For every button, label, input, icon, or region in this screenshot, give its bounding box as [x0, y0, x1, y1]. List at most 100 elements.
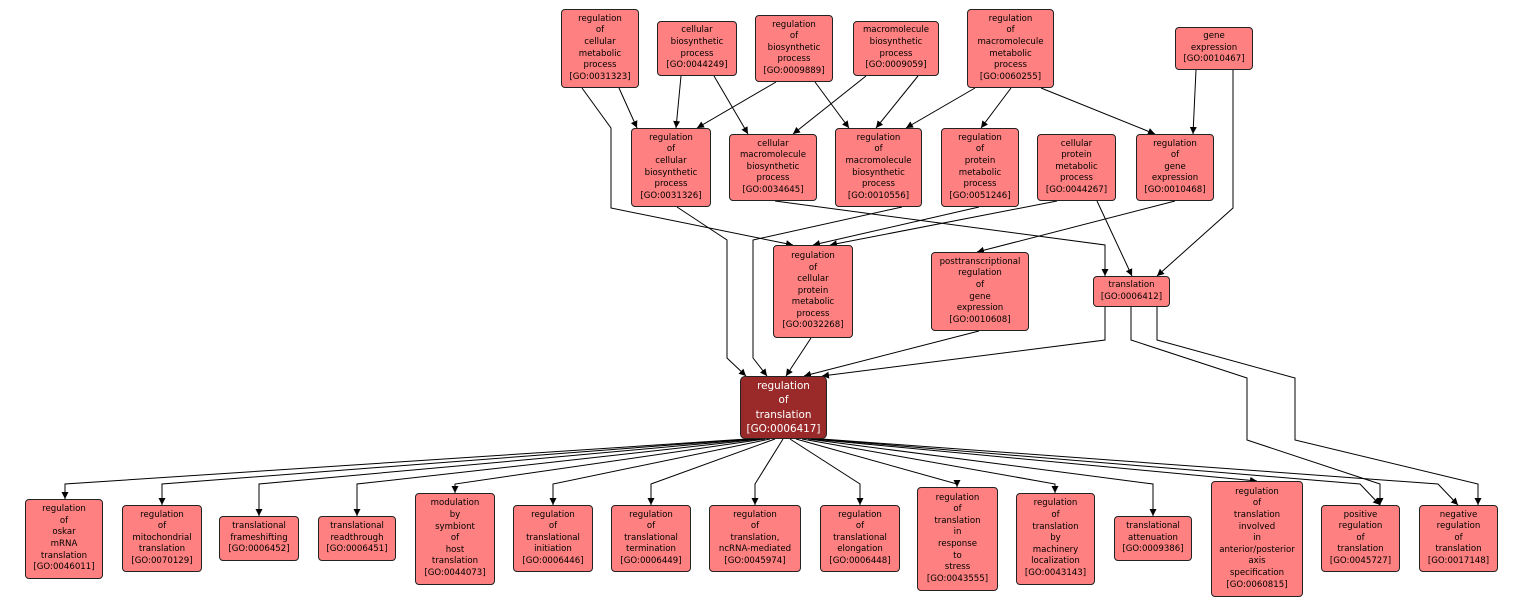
go-term-label-line: [GO:0010608] — [949, 314, 1011, 325]
edge-go-0009059-to-go-0034645 — [792, 75, 867, 135]
go-term-label-line: regulation — [1436, 521, 1481, 532]
go-term-label: translation[GO:0006412] — [1101, 280, 1162, 303]
go-term-label-line: host — [445, 544, 465, 555]
edge-go-0034645-to-go-0006412 — [774, 200, 1109, 276]
go-term-label-line: regulation — [958, 132, 1002, 143]
go-term-label-line: translational — [624, 532, 678, 543]
go-term-label-line: anterior/posterior — [1219, 544, 1295, 555]
go-term-label-line: [GO:0044267] — [1045, 184, 1108, 195]
go-term-label-line: [GO:0060815] — [1226, 579, 1288, 590]
go-term-label-line: [GO:0009386] — [1122, 544, 1184, 555]
go-term-label-line: [GO:0044249] — [666, 60, 728, 71]
go-term-label-line: cellular — [797, 274, 829, 285]
edge-go-0009059-to-go-0010556 — [875, 75, 919, 129]
go-term-label-line: negative — [1439, 509, 1478, 520]
go-term-label-line: of — [646, 521, 656, 532]
go-term-label-line: of — [1252, 498, 1262, 509]
go-term-label-line: regulation — [791, 250, 835, 261]
go-term-label-line: translation, — [730, 532, 780, 543]
edge-go-0006417-to-go-0006451 — [353, 438, 761, 516]
edge-go-0010467-to-go-0006412 — [1156, 70, 1234, 277]
go-term-label-line: cellular — [681, 25, 713, 36]
go-term-label-line: process — [654, 179, 688, 190]
go-term-label-line: [GO:0006417] — [746, 422, 821, 435]
go-term-label-line: macromolecule — [977, 36, 1044, 47]
edge-go-0006417-to-go-0044073 — [451, 438, 766, 493]
go-term-label-line: expression — [1190, 42, 1238, 53]
go-term-label-line: regulation — [958, 268, 1002, 279]
go-term-label-line: protein — [797, 285, 829, 296]
go-term-label-line: process — [879, 48, 913, 59]
go-term-node-go-0006412[interactable]: translation[GO:0006412] — [1093, 276, 1170, 307]
edge-go-0060255-to-go-0010468 — [1040, 87, 1156, 135]
go-term-label-line: of — [1356, 532, 1365, 543]
go-term-label-line: process — [963, 179, 997, 190]
go-term-label-line: translation — [1032, 521, 1079, 532]
go-term-label-line: of — [789, 31, 799, 42]
go-term-label-line: positive — [1343, 509, 1378, 520]
go-term-label-line: metabolic — [958, 167, 1002, 178]
edge-go-0044249-to-go-0034645 — [713, 75, 749, 135]
go-term-label-line: termination — [626, 544, 676, 555]
go-term-label-line: regulation — [649, 132, 693, 143]
go-term-label-line: of — [666, 144, 676, 155]
edge-go-0044267-to-go-0006412 — [1096, 200, 1133, 277]
edge-go-0006417-to-go-0045727 — [816, 438, 1381, 506]
go-term-label-line: regulation — [757, 380, 810, 393]
go-term-label-line: metabolic — [989, 48, 1032, 59]
go-term-label-line: biosynthetic — [746, 161, 800, 172]
edge-go-0006417-to-go-0017148 — [821, 438, 1459, 506]
edge-go-0006417-to-go-0006449 — [647, 438, 776, 505]
edge-go-0006417-to-go-0060815 — [811, 438, 1258, 484]
go-term-label-line: regulation — [733, 509, 777, 520]
go-term-label-line: process — [993, 60, 1028, 71]
go-term-label-line: protein — [1061, 150, 1092, 161]
go-term-label-line: of — [548, 521, 558, 532]
go-term-label-line: [GO:0032268] — [782, 320, 844, 331]
go-term-label-line: [GO:0070129] — [131, 555, 193, 566]
go-term-label-line: regulation — [988, 13, 1033, 24]
